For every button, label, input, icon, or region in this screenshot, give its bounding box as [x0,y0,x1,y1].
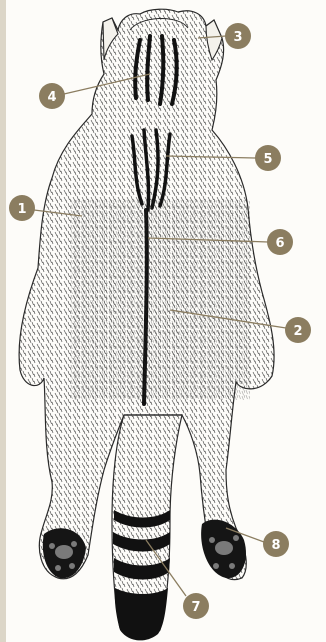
callout-badge-8: 8 [263,531,289,557]
callout-label-3: 3 [233,30,242,45]
callout-label-1: 1 [17,202,26,217]
callout-badge-5: 5 [255,145,281,171]
callout-label-5: 5 [263,152,272,167]
callout-badge-6: 6 [267,229,293,255]
callout-badge-7: 7 [183,593,209,619]
callout-badge-1: 1 [9,195,35,221]
callout-badge-4: 4 [39,83,65,109]
callout-badge-3: 3 [225,23,251,49]
callout-label-2: 2 [293,324,302,339]
callout-label-8: 8 [271,538,280,553]
right-paw [201,520,246,578]
flank-hatching [70,200,250,400]
callout-label-6: 6 [275,236,284,251]
callout-label-7: 7 [191,600,200,615]
callout-label-4: 4 [47,90,56,105]
callout-badge-2: 2 [285,317,311,343]
